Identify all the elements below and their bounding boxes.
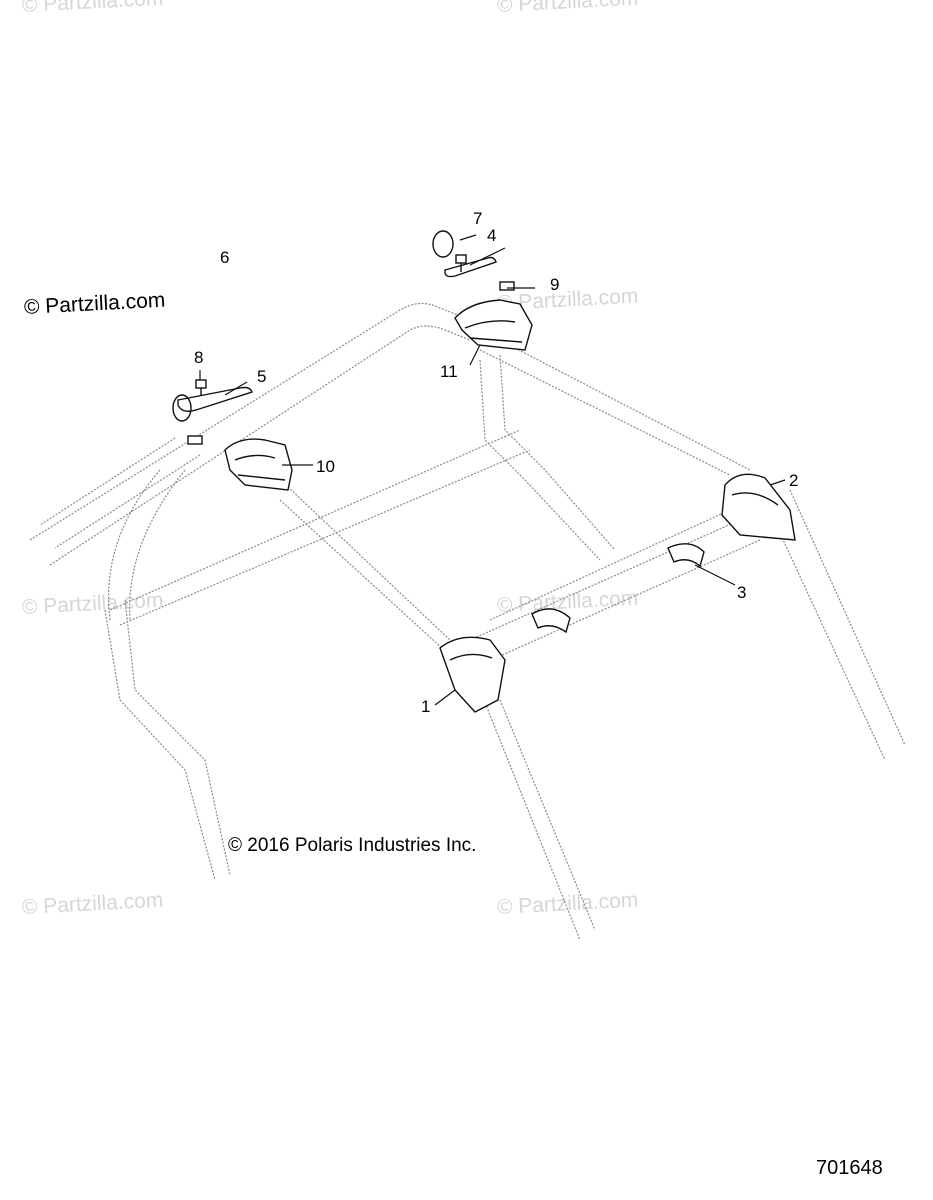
- roll-cage-frame: [29, 302, 906, 941]
- callout-4: 4: [487, 226, 497, 245]
- callout-3: 3: [737, 583, 747, 602]
- diagram-id: 701648: [816, 1157, 883, 1179]
- callout-8: 8: [194, 348, 204, 367]
- callout-1: 1: [421, 697, 431, 716]
- parts: [172, 230, 796, 713]
- callout-9: 9: [550, 275, 560, 294]
- callout-11: 11: [440, 362, 458, 381]
- callout-10: 10: [316, 457, 335, 476]
- leader-lines: [199, 234, 786, 706]
- callout-2: 2: [789, 471, 799, 490]
- callout-5: 5: [257, 367, 267, 386]
- copyright-notice: © 2016 Polaris Industries Inc.: [228, 835, 477, 856]
- callout-6: 6: [220, 248, 230, 267]
- callout-7: 7: [473, 209, 483, 228]
